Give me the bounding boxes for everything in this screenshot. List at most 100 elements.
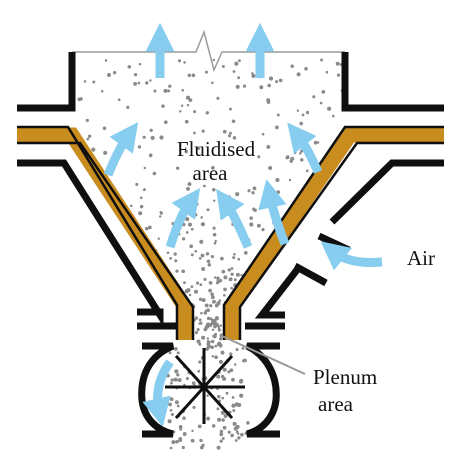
particle <box>239 379 243 384</box>
particle <box>237 257 241 261</box>
particle <box>166 251 170 255</box>
particle <box>212 199 216 202</box>
particle <box>206 340 210 343</box>
particle <box>198 297 203 301</box>
particle <box>170 412 174 417</box>
particle <box>102 126 107 131</box>
particle <box>238 59 241 63</box>
particle <box>150 135 155 140</box>
particle <box>235 347 239 352</box>
particle <box>173 252 177 256</box>
particle <box>229 107 232 111</box>
particle <box>182 416 186 420</box>
particle <box>251 191 255 195</box>
particle <box>198 322 201 325</box>
particle <box>216 374 221 379</box>
particle <box>175 440 179 444</box>
particle <box>142 135 146 139</box>
particle <box>234 61 239 66</box>
curved-arrow-icon <box>103 122 139 177</box>
particle <box>268 165 273 171</box>
particle <box>86 137 90 141</box>
particle <box>193 212 198 217</box>
particle <box>222 129 227 134</box>
particle <box>139 204 144 209</box>
particle <box>266 98 271 103</box>
particle <box>149 79 152 82</box>
particle <box>336 73 341 77</box>
particle <box>299 121 303 126</box>
particle <box>190 285 194 288</box>
particle <box>208 280 213 285</box>
particle <box>233 278 237 282</box>
particle <box>229 131 232 135</box>
particle <box>83 80 87 83</box>
particle <box>201 267 206 271</box>
particle <box>267 83 271 88</box>
particle <box>135 182 139 186</box>
particle <box>219 432 224 437</box>
particle <box>159 135 164 140</box>
particle <box>261 132 265 136</box>
particle <box>210 339 215 344</box>
particle <box>221 418 225 422</box>
particle <box>332 114 335 118</box>
particle <box>266 144 271 149</box>
particle <box>219 324 223 327</box>
particle <box>158 215 162 218</box>
particle <box>190 438 195 443</box>
particle <box>240 273 243 277</box>
particle <box>206 337 210 340</box>
particle <box>186 103 190 107</box>
curved-arrow-icon <box>216 188 253 249</box>
particle <box>206 259 211 264</box>
particle <box>209 304 213 308</box>
particle <box>223 275 228 280</box>
particle <box>305 169 309 173</box>
impeller-icon <box>165 348 245 424</box>
particle <box>133 72 138 77</box>
particle <box>176 404 180 408</box>
particle <box>206 416 211 421</box>
particle <box>216 96 220 100</box>
particle <box>163 120 168 125</box>
particle <box>201 443 205 448</box>
particle <box>249 216 253 220</box>
particle <box>193 289 199 294</box>
particle <box>275 177 280 183</box>
particle <box>212 299 216 304</box>
particle <box>219 337 223 341</box>
particle <box>200 222 205 227</box>
air-label: Air <box>407 246 435 270</box>
particle <box>235 272 240 277</box>
particle <box>204 303 209 308</box>
break-line-icon <box>72 29 345 73</box>
particle <box>247 189 251 193</box>
particle <box>178 425 183 429</box>
particle <box>199 438 203 443</box>
curved-arrow-icon <box>142 359 174 427</box>
particle <box>223 287 227 292</box>
particle <box>194 249 198 253</box>
particle <box>278 78 283 83</box>
particle <box>196 339 201 344</box>
particle <box>235 430 239 434</box>
particle <box>305 110 310 115</box>
particle <box>175 269 179 273</box>
particle <box>316 141 320 144</box>
particle <box>232 136 237 140</box>
particle <box>179 110 182 113</box>
particle <box>194 331 199 335</box>
housing-right-base <box>254 263 303 319</box>
particle <box>227 430 231 434</box>
particle <box>235 192 240 197</box>
particle <box>237 76 241 80</box>
particle <box>185 231 189 234</box>
particle <box>144 226 149 231</box>
particle <box>268 76 274 81</box>
particle <box>195 202 199 206</box>
particle <box>192 405 196 409</box>
particle <box>145 81 149 85</box>
particle <box>289 159 293 163</box>
particle <box>170 378 174 382</box>
